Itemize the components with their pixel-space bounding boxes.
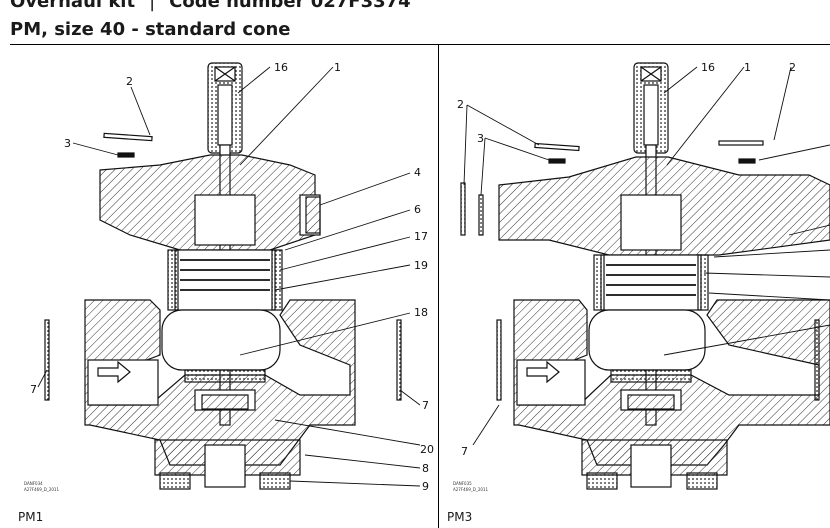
callout-4: 4 xyxy=(414,166,421,179)
callout-2-right: 2 xyxy=(789,61,796,74)
callout-19: 19 xyxy=(414,259,428,272)
part-7-gasket-right xyxy=(396,319,402,401)
callout-2: 2 xyxy=(126,75,133,88)
leader-lines xyxy=(463,66,830,446)
part-2-gasket xyxy=(103,132,153,142)
drawing-stamp-1: DANF035 xyxy=(453,481,472,486)
loose-parts xyxy=(460,140,820,401)
drawing-stamp-1: DANF034 xyxy=(24,481,43,486)
title-line-1: Overhaul kit | Code number 027F3374 xyxy=(10,0,411,12)
part-7-gasket-left xyxy=(44,319,50,401)
callout-7-left: 7 xyxy=(30,383,37,396)
arrow-right-outline-icon xyxy=(97,360,131,384)
arrow-right-outline-icon xyxy=(526,360,560,384)
part-2-gasket-left xyxy=(534,142,580,152)
callout-3: 3 xyxy=(64,137,71,150)
callout-8: 8 xyxy=(422,462,429,475)
part-7-gasket-right xyxy=(814,319,820,401)
title-separator: | xyxy=(149,0,156,12)
part-3-ring-right xyxy=(738,158,756,164)
title-kit: Overhaul kit xyxy=(10,0,136,12)
callout-3: 3 xyxy=(477,132,484,145)
panel-pm1: 16 1 2 3 4 6 17 19 18 7 7 20 8 9 DANF034… xyxy=(10,44,439,528)
title-line-2: PM, size 40 - standard cone xyxy=(10,19,291,40)
callout-1: 1 xyxy=(334,61,341,74)
part-3-ring xyxy=(548,158,566,164)
callout-18: 18 xyxy=(414,306,428,319)
part-7-strip xyxy=(478,194,484,236)
panel-label-pm3: PM3 xyxy=(447,510,473,524)
part-3-ring xyxy=(117,152,135,158)
drawing-stamp-2: A27F469_D_2011 xyxy=(453,487,488,492)
title-code-number: Code number 027F3374 xyxy=(169,0,411,12)
part-7-gasket-top xyxy=(460,182,466,236)
pm3-drawing: 16 1 2 2 3 7 DANF035 A27F469_D_2011 xyxy=(453,61,830,492)
callout-17: 17 xyxy=(414,230,428,243)
callout-9: 9 xyxy=(422,480,429,493)
callout-1: 1 xyxy=(744,61,751,74)
panel-label-pm1: PM1 xyxy=(18,510,44,524)
valve-body xyxy=(498,62,830,490)
drawing-stamp-2: A27F469_D_2011 xyxy=(24,487,59,492)
part-7-gasket-left xyxy=(496,319,502,401)
leader-lines xyxy=(37,66,421,487)
panel-pm3: 16 1 2 2 3 7 DANF035 A27F469_D_2011 PM3 xyxy=(439,44,830,528)
part-2-gasket-right xyxy=(718,140,764,146)
callout-20: 20 xyxy=(420,443,434,456)
title-block: Overhaul kit | Code number 027F3374 PM, si… xyxy=(10,0,830,44)
loose-parts xyxy=(44,132,402,401)
valve-body xyxy=(84,62,356,490)
callout-6: 6 xyxy=(414,203,421,216)
callout-2-left: 2 xyxy=(457,98,464,111)
callout-16: 16 xyxy=(701,61,715,74)
callout-7-right: 7 xyxy=(422,399,429,412)
callout-7: 7 xyxy=(461,445,468,458)
pm1-drawing: 16 1 2 3 4 6 17 19 18 7 7 20 8 9 DANF034… xyxy=(24,61,434,493)
callout-16: 16 xyxy=(274,61,288,74)
